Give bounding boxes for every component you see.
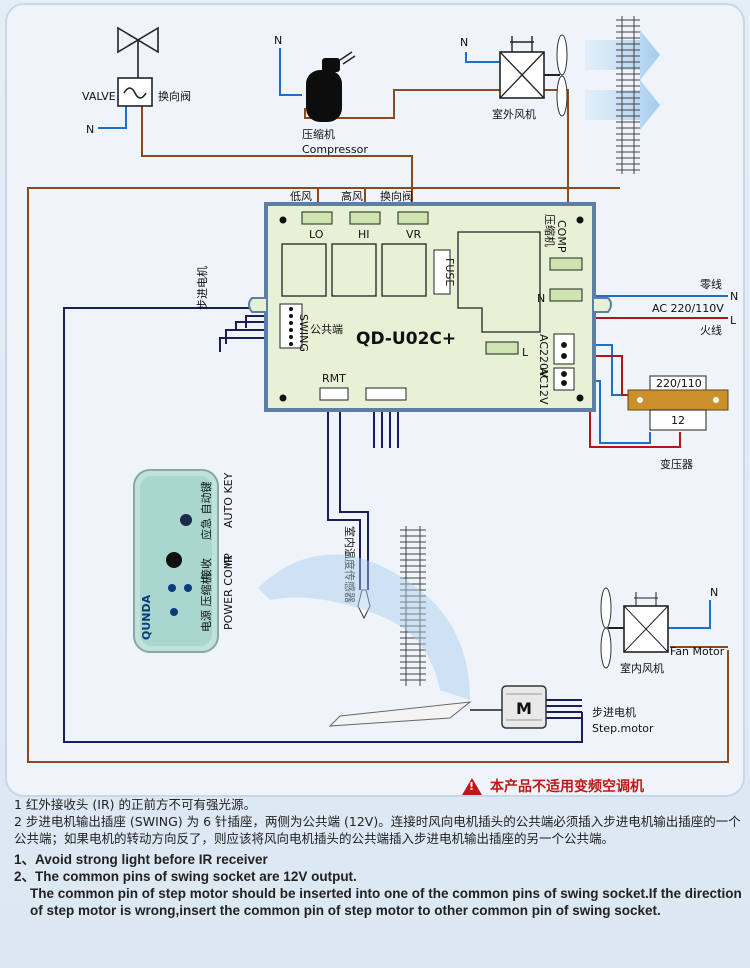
note-en-3: The common pin of step motor should be i…: [30, 886, 742, 918]
indoor-fan-symbol: [600, 587, 669, 669]
compressor-label-cn: 压缩机: [302, 127, 335, 141]
warning-text: 本产品不适用变频空调机: [490, 779, 644, 795]
receiver-brand: QUNDA: [140, 594, 153, 640]
swing-pins: [289, 307, 293, 346]
outdoor-fan-label-cn: 室外风机: [492, 107, 536, 121]
board-model: QD-U02C+: [356, 329, 456, 349]
common-terminal-label: 公共端: [310, 323, 343, 336]
board-n-label: N: [537, 292, 545, 305]
outdoor-grille-slats: [616, 19, 640, 171]
hi-label-cn: 高风: [341, 189, 363, 203]
valve-label: VALVE: [82, 90, 116, 103]
vr-terminal-label: VR: [406, 228, 422, 241]
note-cn-1: 1 红外接收头 (IR) 的正前方不可有强光源。: [14, 797, 256, 812]
compressor-neutral-label: N: [274, 34, 282, 47]
indoor-grille-slats: [400, 529, 426, 681]
note-en-2: 2、The common pins of swing socket are 12…: [14, 869, 357, 884]
step-motor-label-cn: 步进电机: [592, 705, 636, 719]
receiver-ir-en: IR: [222, 555, 235, 566]
comp-label-cn: 压缩机: [543, 214, 557, 247]
warning-icon: !: [462, 777, 482, 795]
temperature-sensor: [357, 589, 371, 620]
swing-socket: [279, 303, 303, 349]
control-board: [264, 202, 596, 412]
power-l-label: L: [730, 314, 737, 327]
rmt-label: RMT: [322, 372, 346, 385]
board-l-label: L: [522, 346, 529, 359]
warning-banner: ! 本产品不适用变频空调机: [462, 776, 644, 796]
valve-neutral-label: N: [86, 123, 94, 136]
relay-terminals: [301, 211, 429, 225]
receiver-auto-cn: 应急 自动键: [199, 482, 213, 541]
ac220-label: AC220V: [537, 334, 550, 378]
power-ac-label: AC 220/110V: [652, 302, 724, 315]
neutral-label-cn: 零线: [700, 277, 722, 291]
fuse-label: FUSE: [443, 258, 456, 286]
lo-label-cn: 低风: [290, 190, 312, 203]
outdoor-fan-neutral-label: N: [460, 36, 468, 49]
note-en-1: 1、Avoid strong light before IR receiver: [14, 852, 268, 867]
swing-label: SWING: [297, 314, 310, 352]
valve-symbol: [117, 26, 159, 107]
sensor-label-cn: 室内温度传感器: [343, 526, 357, 603]
indoor-grille: [405, 526, 421, 686]
navy-wires: [63, 307, 583, 743]
relays: [281, 243, 427, 297]
outdoor-fan-symbol: [499, 34, 568, 117]
louver-blade: [328, 701, 472, 727]
board-mount-tabs: [248, 297, 612, 313]
comp-relay: [457, 231, 541, 333]
rmt-connector: [319, 387, 349, 401]
power-n-label: N: [730, 290, 738, 303]
outdoor-grille: [621, 16, 635, 174]
indoor-fan-label-cn: 室内风机: [620, 661, 664, 675]
notes: 1 红外接收头 (IR) 的正前方不可有强光源。 2 步进电机输出插座 (SWI…: [14, 796, 742, 919]
ir-receiver-box: [133, 469, 219, 653]
compressor-symbol: [306, 51, 356, 122]
vr-label-cn: 换向阀: [380, 189, 413, 203]
indoor-fan-neutral-label: N: [710, 586, 718, 599]
step-motor-label-en: Step.motor: [592, 722, 654, 735]
stepper-label-cn: 步进电机: [195, 266, 209, 310]
receiver-labels-en: POWER COMP: [222, 553, 235, 630]
fuse: [433, 249, 451, 295]
receiver-auto-en: AUTO KEY: [222, 472, 235, 528]
hi-terminal-label: HI: [358, 228, 370, 241]
receiver-labels-cn: 电源 压缩机: [199, 574, 213, 633]
power-terminals: [485, 257, 583, 355]
transformer-secondary: 12: [671, 414, 685, 427]
motor-letter: M: [516, 699, 532, 718]
receiver-ir-cn: 接收: [199, 558, 213, 580]
fan-motor-label: Fan Motor: [670, 645, 725, 658]
live-label-cn: 火线: [700, 323, 722, 337]
valve-label-cn: 换向阀: [158, 89, 191, 103]
note-cn-2: 2 步进电机输出插座 (SWING) 为 6 针插座，两侧为公共端 (12V)。…: [14, 814, 741, 846]
transformer-connectors: [553, 333, 575, 391]
lo-terminal-label: LO: [309, 228, 324, 241]
indoor-airflow: [258, 554, 470, 700]
brown-wires: [27, 85, 729, 763]
transformer-primary: 220/110: [656, 377, 702, 390]
transformer: [627, 375, 729, 431]
compressor-label-en: Compressor: [302, 143, 368, 156]
ac12-label: AC12V: [537, 368, 550, 405]
board-screws: [279, 216, 584, 402]
step-motor-symbol: [501, 685, 547, 729]
transformer-label-cn: 变压器: [660, 457, 693, 471]
comp-label: COMP: [555, 220, 568, 253]
ir-connector: [365, 387, 407, 401]
